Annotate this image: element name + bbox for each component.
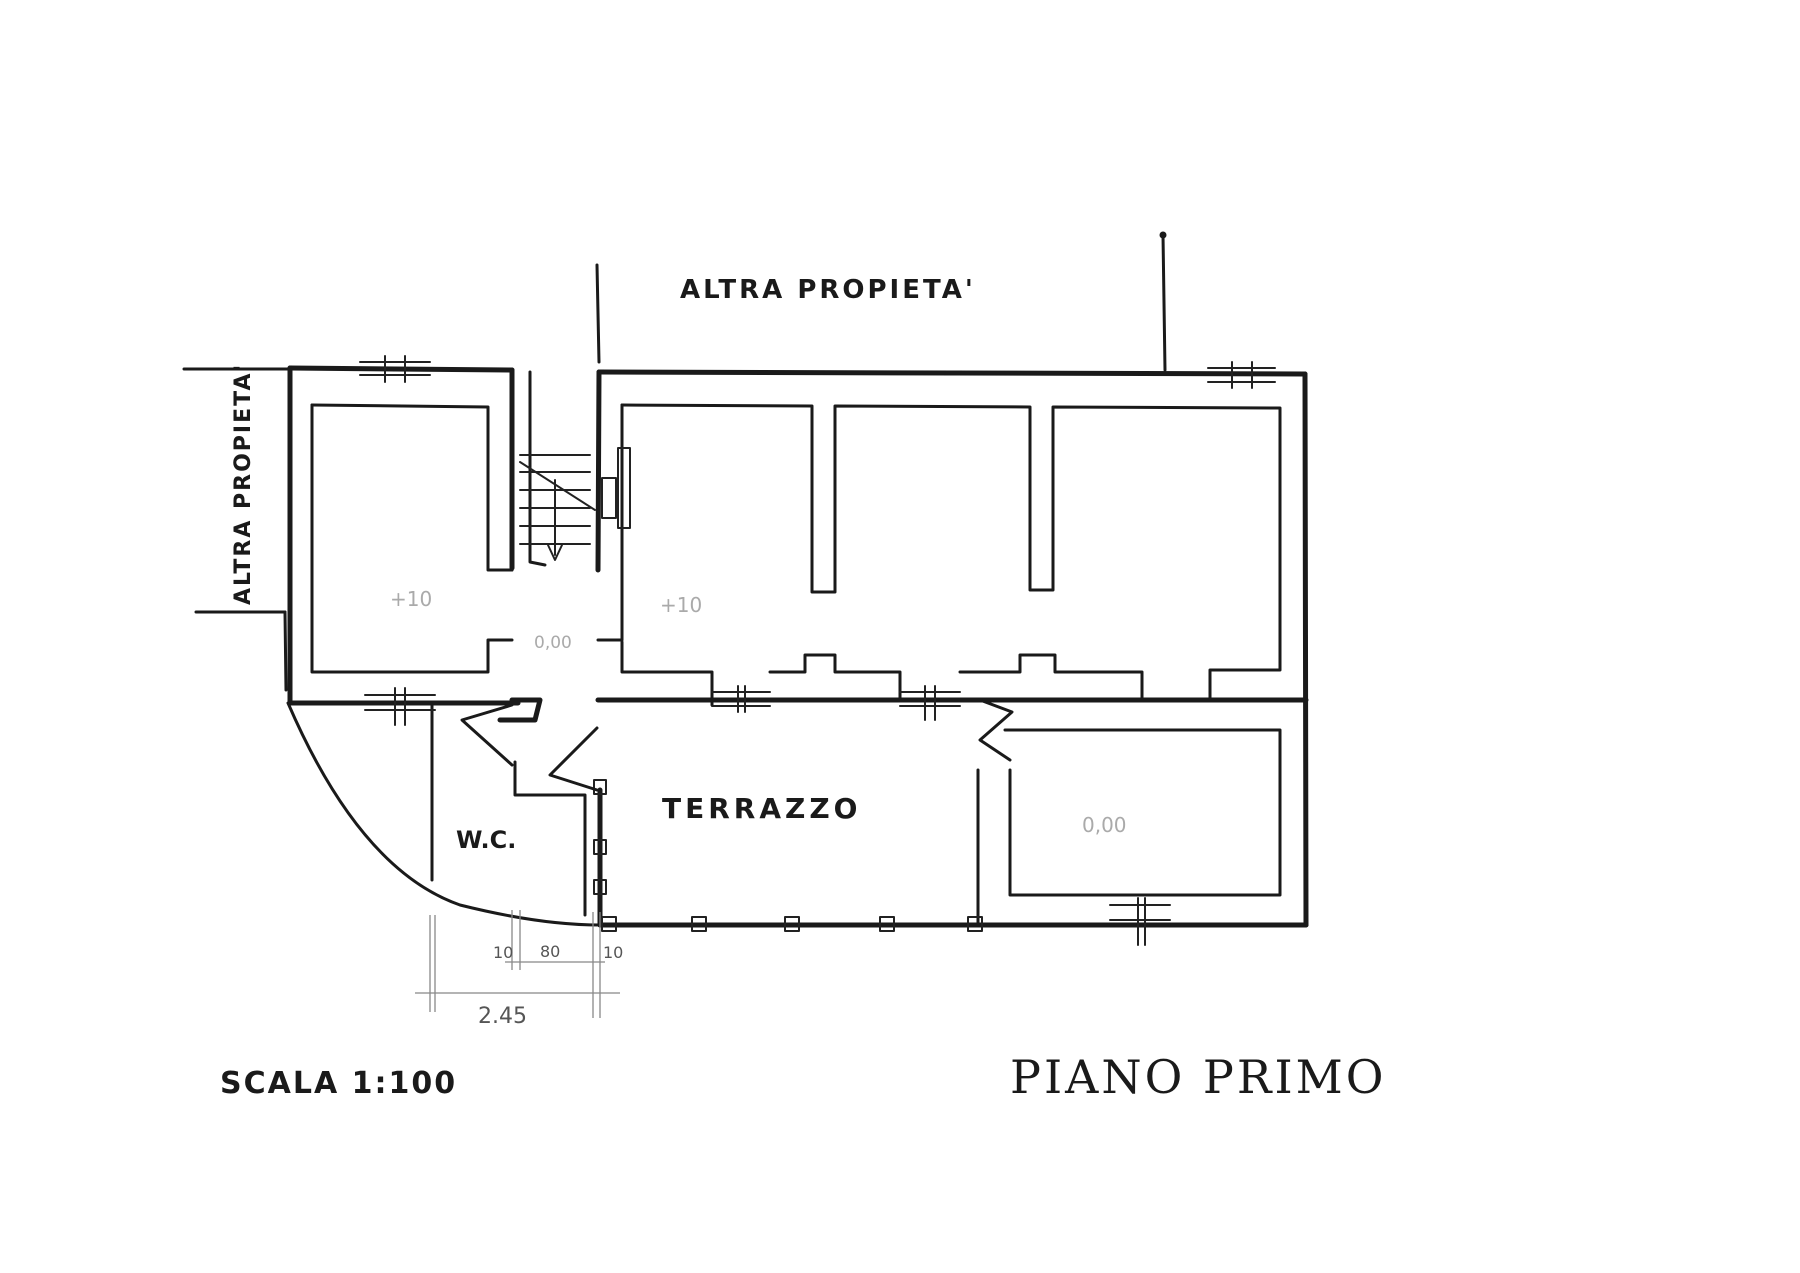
wc-label: W.C.	[456, 826, 516, 854]
level-right-room: 0,00	[1082, 813, 1127, 837]
dimension-d3: 10	[603, 943, 623, 962]
scale-label: SCALA 1:100	[220, 1066, 457, 1101]
dimension-lines	[415, 910, 620, 1018]
level-left-room: +10	[390, 587, 432, 611]
doors	[460, 698, 1014, 792]
property-boundary-lines	[182, 231, 1167, 692]
interior-walls	[310, 368, 1309, 927]
drawing-title: PIANO PRIMO	[1010, 1050, 1387, 1104]
level-stair-landing: 0,00	[534, 633, 572, 653]
level-main-hall: +10	[660, 593, 702, 617]
neighbor-left-label: ALTRA PROPIETA'	[231, 363, 256, 605]
terrace-label: TERRAZZO	[662, 792, 861, 825]
dimension-d2: 80	[540, 942, 560, 961]
windows	[359, 355, 1276, 946]
dimension-total: 2.45	[478, 1004, 527, 1029]
exterior-walls	[287, 365, 1309, 928]
curved-wall	[286, 701, 602, 927]
neighbor-top-label: ALTRA PROPIETA'	[680, 275, 976, 305]
staircase	[519, 447, 631, 561]
dimension-d1: 10	[493, 943, 513, 962]
